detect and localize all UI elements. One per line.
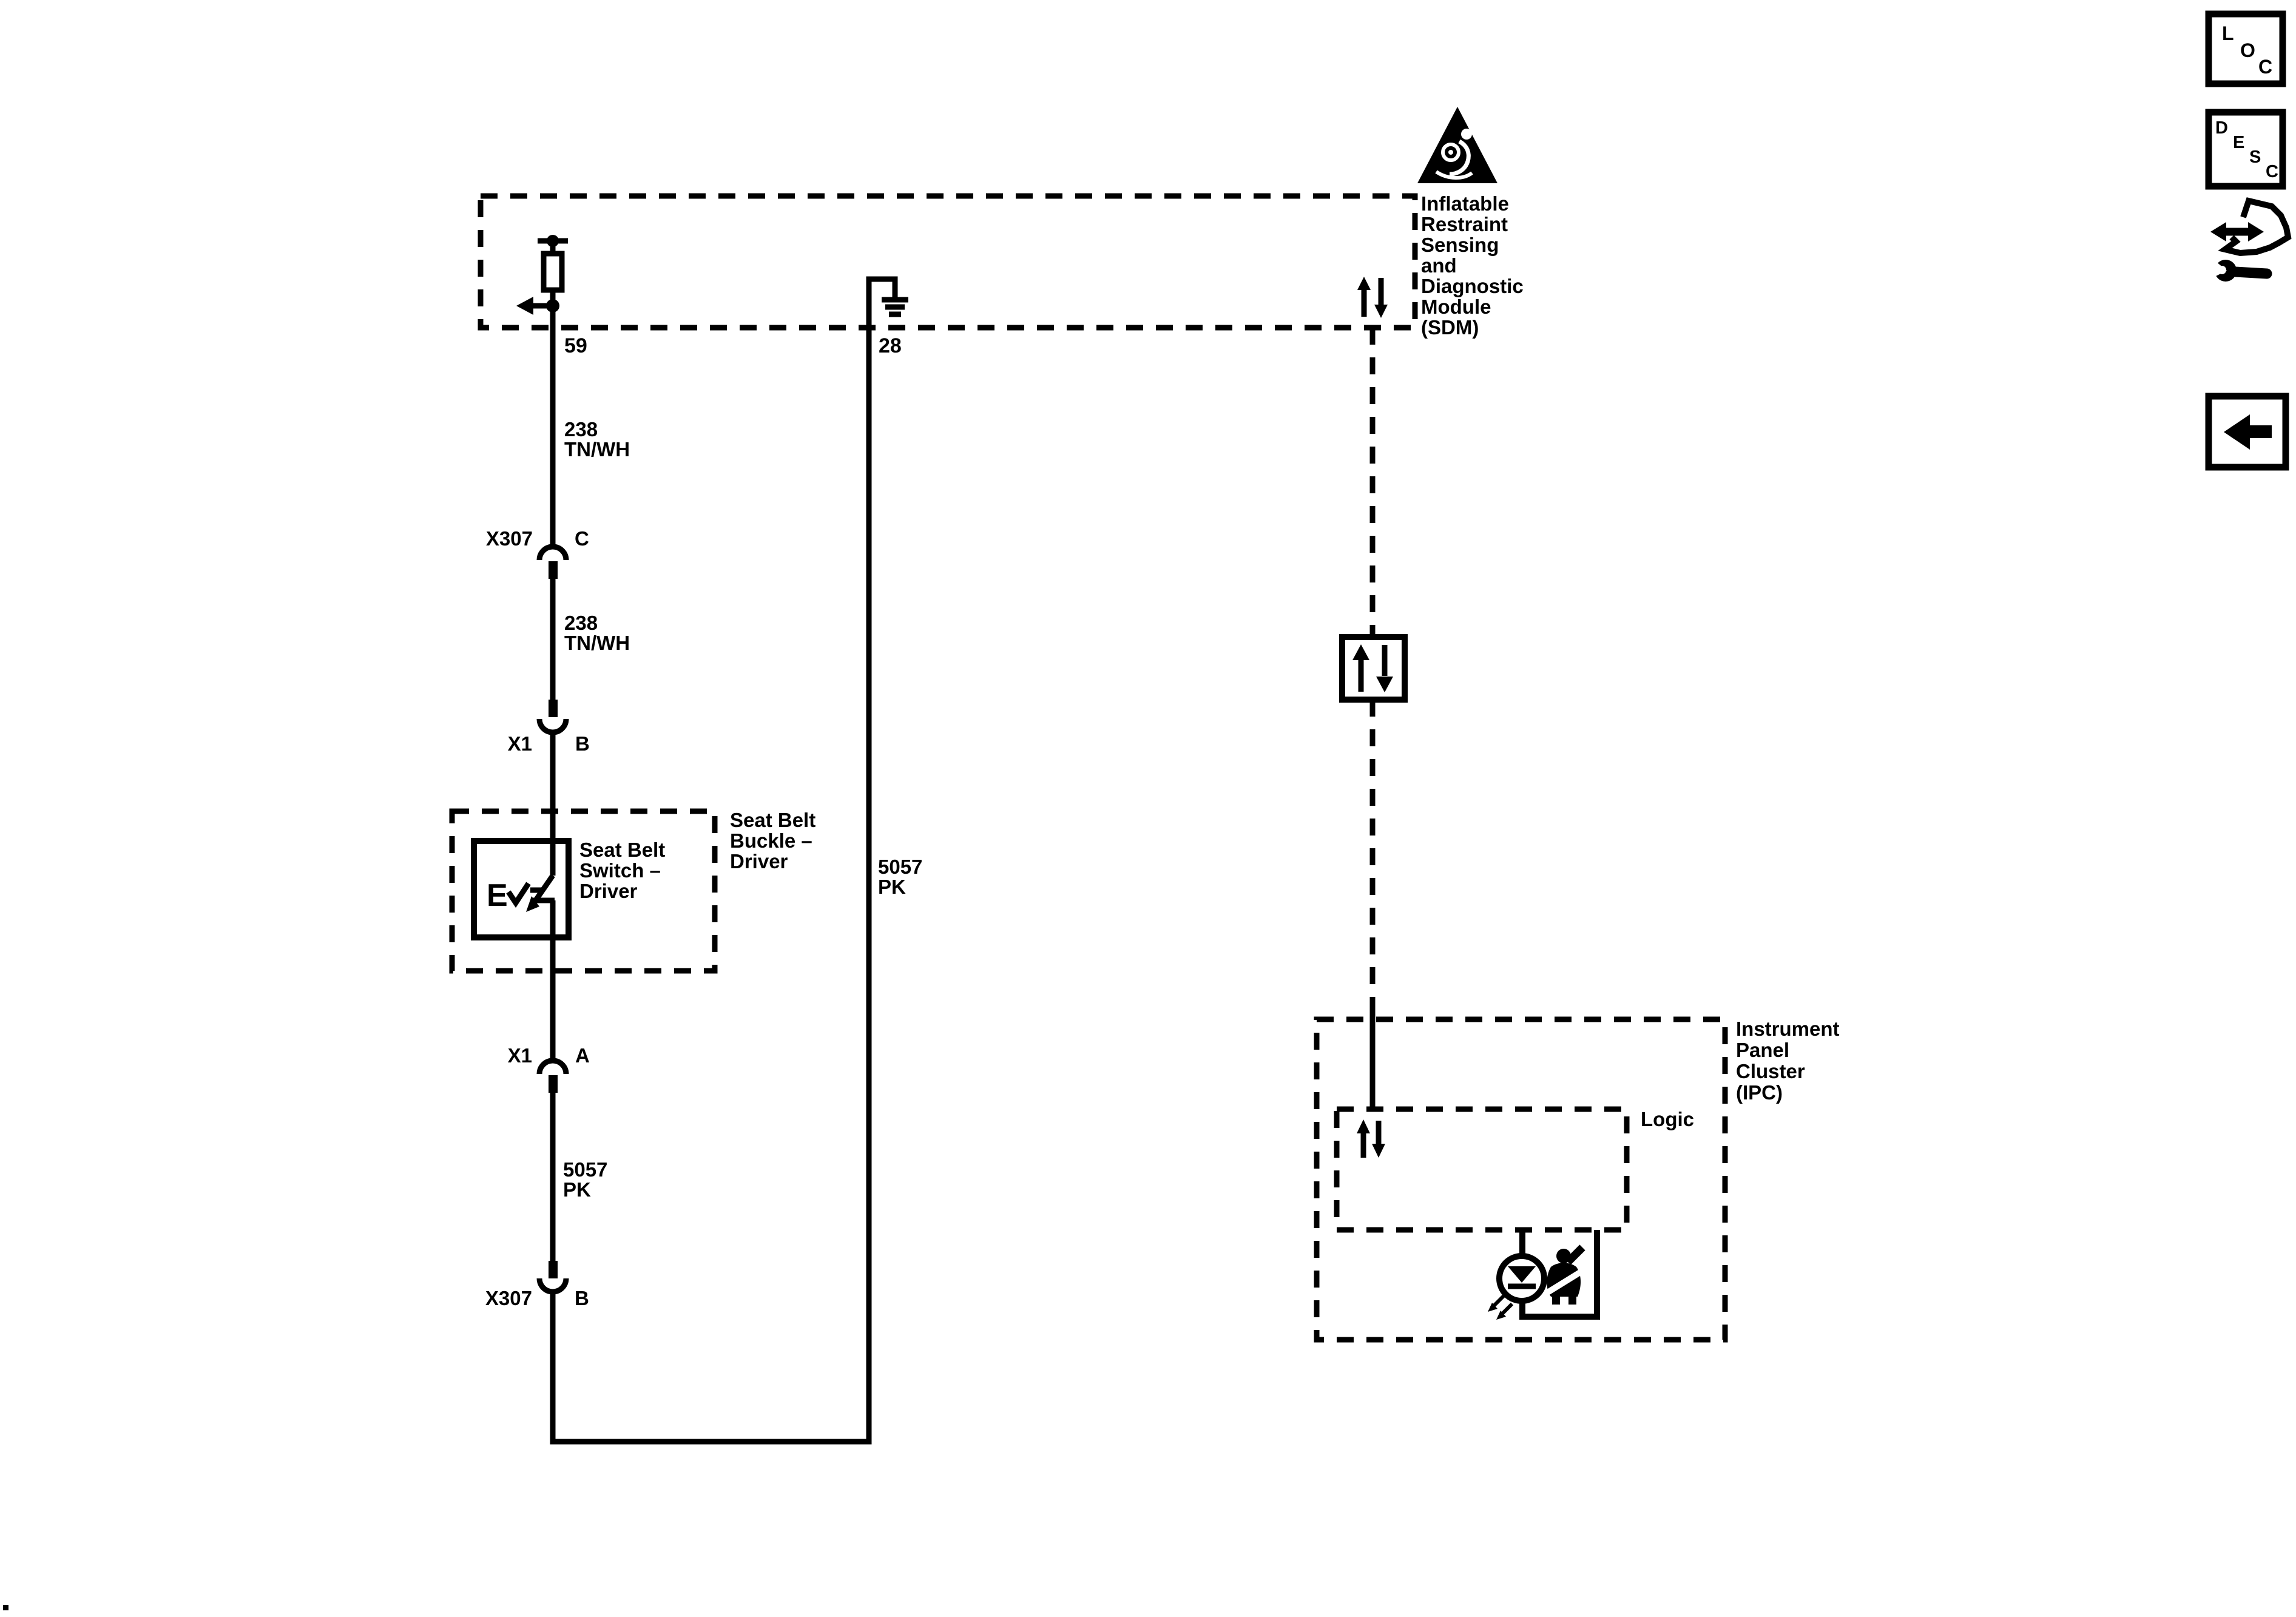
ipc-label-line: (IPC): [1736, 1081, 1783, 1104]
sdm-label: Inflatable Restraint Sensing and Diagnos…: [1421, 192, 1524, 339]
buckle-label: Seat Belt Buckle – Driver: [730, 809, 815, 873]
connector-x1-a: X1 A: [508, 1044, 590, 1093]
connector-socket-arc: [536, 1278, 569, 1295]
resistor-symbol: [541, 251, 565, 293]
sdm-label-line: (SDM): [1421, 316, 1479, 339]
switch-label-line: Seat Belt: [579, 839, 665, 861]
connector-tools-button[interactable]: [2210, 197, 2292, 282]
wire-5057-right-label: 5057 PK: [878, 856, 922, 898]
desc-button[interactable]: D E S C: [2205, 109, 2286, 190]
sdm-label-line: Diagnostic: [1421, 275, 1524, 297]
airbag-warning-icon: [1417, 107, 1497, 183]
ground-symbol-icon: [866, 276, 908, 328]
connector-name: X307: [485, 1287, 532, 1309]
sdm-label-line: and: [1421, 254, 1457, 277]
sdm-box-border: [478, 193, 1418, 331]
sdm-module: Inflatable Restraint Sensing and Diagnos…: [478, 107, 1524, 339]
connector-outline-icon: [2218, 197, 2292, 257]
desc-letter: C: [2266, 162, 2278, 181]
circuit-number: 5057: [563, 1158, 607, 1181]
connector-pin: A: [575, 1044, 590, 1067]
connector-pin-terminal: [549, 1075, 558, 1093]
back-arrow-icon: [2224, 414, 2272, 450]
seat-belt-buckle-module: Seat Belt Buckle – Driver E Seat Belt Sw…: [449, 808, 815, 974]
connector-name: X307: [486, 527, 533, 550]
circuit-color: TN/WH: [564, 438, 630, 461]
ipc-label: Instrument Panel Cluster (IPC): [1736, 1018, 1840, 1104]
circuit-color: PK: [878, 876, 906, 898]
buckle-label-line: Driver: [730, 850, 788, 873]
loc-letter: L: [2222, 22, 2234, 44]
connector-pin: C: [575, 527, 589, 550]
connector-socket-arc: [536, 718, 569, 735]
switch-check-glyph: [506, 882, 531, 908]
signal-direction-arrow-icon: [516, 297, 559, 315]
connector-pin-terminal: [549, 700, 558, 717]
switch-glyph-letter: E: [487, 878, 508, 913]
connector-pin: B: [575, 732, 590, 755]
ipc-label-line: Panel: [1736, 1039, 1789, 1061]
voltage-feed-icon: [538, 235, 568, 254]
sdm-label-line: Sensing: [1421, 234, 1499, 256]
page-mark-dot: [3, 1605, 8, 1610]
connector-pin: B: [575, 1287, 589, 1309]
seat-belt-telltale-icon: [1545, 1244, 1585, 1305]
serial-data-arrows-icon: [1357, 277, 1388, 318]
connector-x307-c: X307 C: [486, 527, 589, 579]
wire-238-lower-label: 238 TN/WH: [564, 612, 630, 654]
logic-serial-arrows-icon: [1357, 1119, 1385, 1158]
connector-x307-b: X307 B: [485, 1261, 589, 1309]
connector-pin-terminal: [549, 1261, 558, 1278]
logic-label: Logic: [1641, 1108, 1694, 1130]
switch-blade: [533, 874, 555, 903]
double-arrow-icon: [2210, 222, 2264, 241]
buckle-box-border: [449, 808, 718, 974]
connector-pin-terminal: [549, 561, 558, 579]
indicator-lamp-circuit: [1488, 1230, 1600, 1320]
ipc-module: Instrument Panel Cluster (IPC) Logic: [1314, 1016, 1840, 1343]
wire-5057-left-label: 5057 PK: [563, 1158, 607, 1201]
sdm-pin-59-label: 59: [564, 334, 587, 357]
ipc-label-line: Instrument: [1736, 1018, 1840, 1040]
desc-letter: D: [2215, 118, 2228, 138]
switch-blade-arrowhead: [526, 896, 539, 912]
ipc-label-line: Cluster: [1736, 1060, 1805, 1082]
loc-button[interactable]: L O C: [2205, 10, 2286, 87]
loc-letter: O: [2240, 39, 2255, 61]
desc-letter: S: [2249, 147, 2261, 167]
circuit-number: 5057: [878, 856, 922, 878]
circuit-number: 238: [564, 612, 598, 634]
circuit-number: 238: [564, 418, 598, 441]
sdm-label-line: Inflatable: [1421, 192, 1509, 215]
connector-socket-arc: [536, 544, 569, 561]
loc-letter: C: [2258, 56, 2272, 78]
ipc-box-border: [1314, 1016, 1728, 1343]
buckle-label-line: Seat Belt: [730, 809, 815, 831]
wire-ground-return: [550, 328, 872, 1445]
seat-belt-switch-symbol: E: [471, 838, 572, 940]
sdm-pin-28-label: 28: [879, 334, 902, 357]
serial-data-box-icon: [1339, 634, 1408, 703]
desc-letter: E: [2233, 133, 2244, 152]
sdm-label-line: Module: [1421, 295, 1491, 318]
connector-x1-b: X1 B: [508, 700, 590, 755]
switch-label-line: Driver: [579, 880, 638, 902]
switch-label-line: Switch –: [579, 859, 661, 882]
back-button[interactable]: [2205, 393, 2289, 471]
circuit-color: TN/WH: [564, 632, 630, 654]
circuit-color: PK: [563, 1178, 591, 1201]
connector-name: X1: [508, 1044, 532, 1067]
wire-238-upper-label: 238 TN/WH: [564, 418, 630, 461]
buckle-label-line: Buckle –: [730, 829, 812, 852]
wrench-icon: [2210, 258, 2272, 282]
indicator-lamp-icon: [1488, 1253, 1547, 1320]
switch-label: Seat Belt Switch – Driver: [579, 839, 665, 902]
connector-name: X1: [508, 732, 532, 755]
sdm-label-line: Restraint: [1421, 213, 1508, 235]
connector-socket-arc: [536, 1058, 569, 1075]
